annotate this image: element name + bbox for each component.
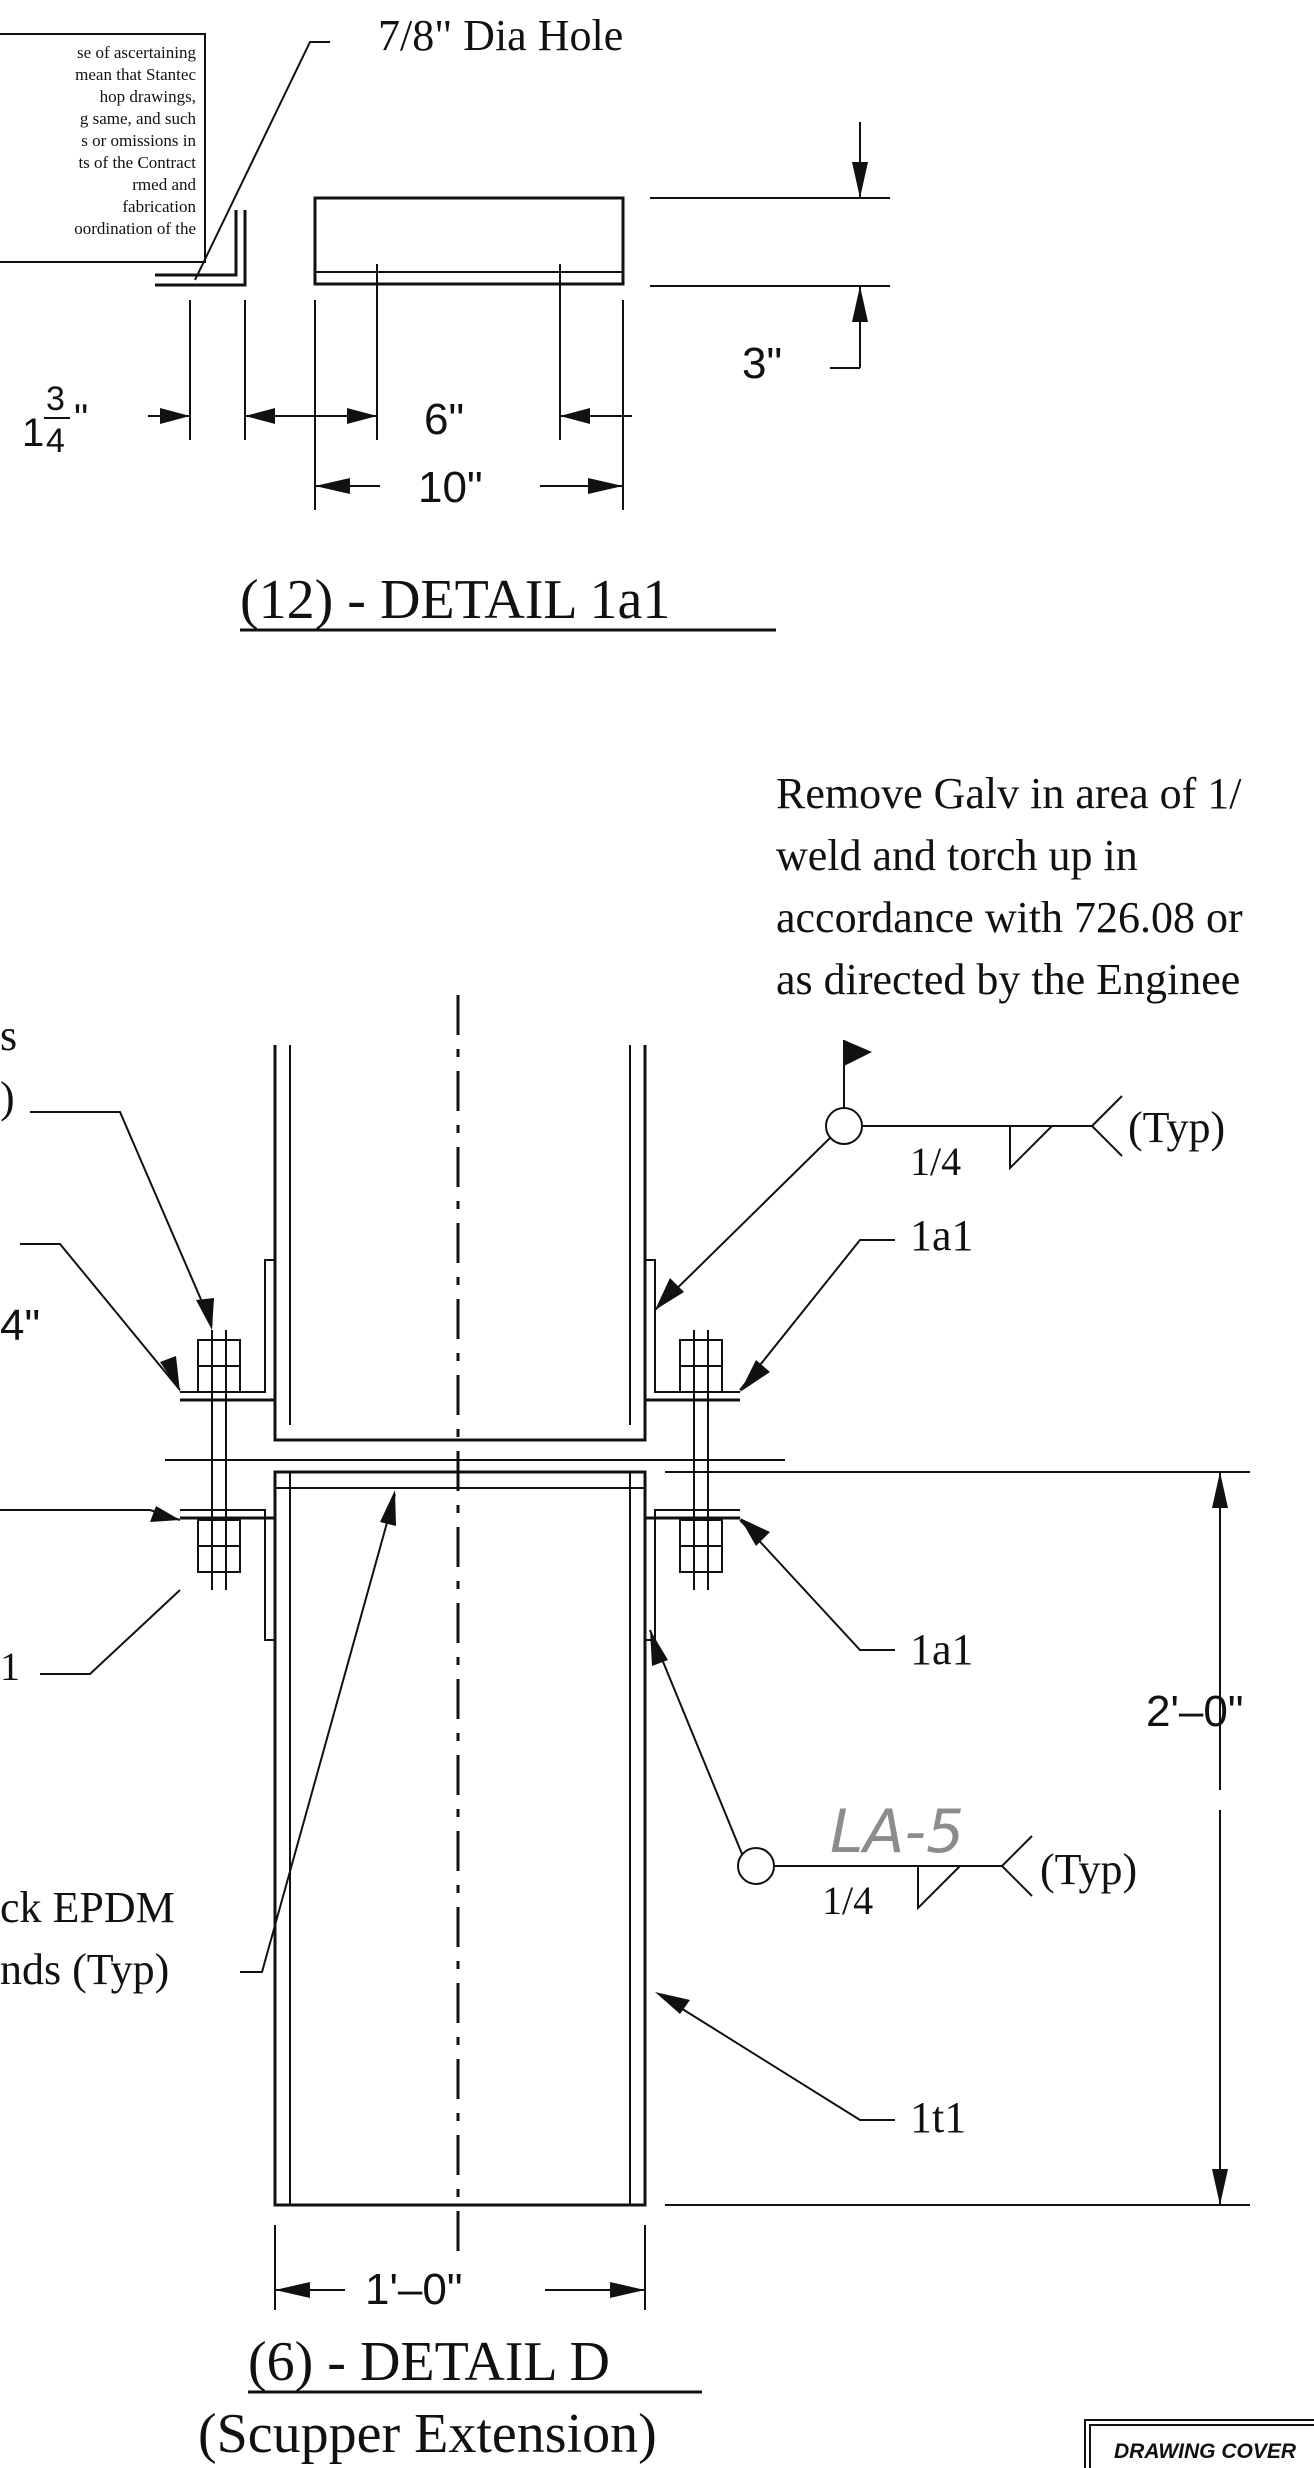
bolt-left	[197, 1330, 241, 1590]
stamp-line: rmed and	[132, 175, 196, 194]
dim-arrow	[160, 408, 190, 424]
dim-arrow	[275, 2282, 310, 2298]
detail-1a1-title: (12) - DETAIL 1a1	[240, 569, 670, 631]
stamp-line: mean that Stantec	[75, 65, 196, 84]
hole-callout: 7/8" Dia Hole	[378, 11, 623, 60]
angle-profile-inner	[155, 210, 238, 277]
callout-1a1-lower-leader	[739, 1519, 895, 1651]
field-weld-flag-icon	[844, 1040, 872, 1066]
callout-1a1-upper-leader	[739, 1239, 895, 1391]
fillet-weld-icon	[1009, 1125, 1053, 1171]
callout-1a1-lower: 1a1	[910, 1625, 974, 1674]
leader-arrow	[740, 1518, 770, 1546]
left-partial-label: s	[0, 1011, 17, 1060]
detail-1a1: 7/8" Dia Hole 3" 1 3 4 "	[22, 11, 890, 632]
title-block-border	[1084, 2419, 1314, 2468]
dim-arrow	[315, 478, 350, 494]
upper-left-angle	[180, 1259, 275, 1393]
stamp-line: g same, and such	[80, 109, 197, 128]
leader-arrow	[650, 1630, 668, 1666]
weld-top-typ: (Typ)	[1128, 1103, 1225, 1152]
detail-d-title: (6) - DETAIL D	[248, 2331, 610, 2393]
bolt-right	[679, 1330, 723, 1590]
dim-two-ft-label: 2'–0"	[1146, 1687, 1243, 1736]
dim-arrow	[560, 408, 590, 424]
weld-bottom-size: 1/4	[822, 1878, 873, 1923]
epdm-note-line: ck EPDM	[0, 1883, 175, 1932]
dim-left-den: 4	[46, 422, 65, 460]
upper-right-angle	[645, 1259, 740, 1393]
weld-tail	[1001, 1835, 1033, 1897]
plate-front-view	[313, 196, 625, 286]
lower-right-angle	[645, 1509, 740, 1641]
title-block-label: DRAWING COVER	[1114, 2440, 1297, 2463]
review-stamp: se of ascertaining mean that Stantec hop…	[0, 33, 206, 263]
dim-arrow	[245, 408, 275, 424]
leader-left-angle	[20, 1243, 181, 1391]
lower-left-angle	[180, 1509, 275, 1641]
leader-arrow	[380, 1490, 396, 1526]
stamp-line: hop drawings,	[100, 87, 196, 106]
dim-height-label: 3"	[742, 339, 782, 388]
leader-arrow	[150, 1506, 180, 1522]
leader-arrow	[655, 1278, 684, 1310]
left-partial-label: )	[0, 1073, 15, 1122]
title-block-border-inner	[1089, 2424, 1314, 2468]
weld-tail	[1091, 1095, 1123, 1157]
dim-six-label: 6"	[424, 395, 464, 444]
weld-top-leader	[654, 1137, 831, 1311]
epdm-note-line: nds (Typ)	[0, 1945, 169, 1994]
stamp-line: oordination of the	[74, 219, 196, 238]
leader-arrow	[196, 1298, 214, 1330]
dim-left-unit: "	[74, 397, 88, 441]
weld-all-around-icon	[737, 1847, 775, 1885]
dim-one-ft-label: 1'–0"	[365, 2265, 462, 2314]
dim-arrow	[852, 286, 868, 322]
dim-four-label: 4"	[0, 1301, 40, 1350]
galv-note-line: as directed by the Enginee	[776, 955, 1240, 1004]
dim-left-whole: 1	[22, 411, 44, 455]
callout-1a1-upper: 1a1	[910, 1211, 974, 1260]
weld-bottom-typ: (Typ)	[1040, 1845, 1137, 1894]
dim-ten-label: 10"	[418, 463, 483, 512]
stamp-line: fabrication	[122, 197, 196, 216]
callout-1t1: 1t1	[910, 2093, 966, 2142]
stamp-line: s or omissions in	[81, 131, 196, 150]
stamp-line: ts of the Contract	[78, 153, 196, 172]
galv-note-line: weld and torch up in	[776, 831, 1138, 880]
angle-profile	[155, 210, 247, 287]
leader-arrow	[655, 1992, 690, 2014]
dim-left-num: 3	[46, 380, 65, 418]
lower-tube	[273, 1470, 647, 2207]
dim-arrow	[347, 408, 377, 424]
dim-arrow	[588, 478, 623, 494]
upper-tube	[273, 1045, 647, 1442]
galv-note-line: Remove Galv in area of 1/	[776, 769, 1242, 818]
leader-left-bolt	[30, 1111, 213, 1326]
callout-1t1-leader	[659, 1994, 895, 2121]
left-partial-label: 1	[0, 1644, 20, 1689]
dim-arrow	[1212, 1472, 1228, 1508]
stamp-line: se of ascertaining	[77, 43, 196, 62]
leader-left-1a1	[40, 1589, 181, 1675]
weld-all-around-icon	[825, 1107, 863, 1145]
leader-arrow	[740, 1360, 770, 1392]
detail-d-subtitle: (Scupper Extension)	[198, 2403, 657, 2465]
dim-arrow	[852, 162, 868, 198]
leader-arrow	[160, 1356, 180, 1392]
stamp-border	[0, 33, 206, 263]
dim-arrow	[610, 2282, 645, 2298]
title-block: DRAWING COVER	[1084, 2419, 1314, 2468]
weld-bottom-leader	[649, 1629, 743, 1855]
galv-note-line: accordance with 726.08 or	[776, 893, 1243, 942]
detail-d: Remove Galv in area of 1/ weld and torch…	[0, 769, 1250, 2465]
epdm-leader	[240, 1493, 396, 1973]
handwritten-mark: LA-5	[830, 1797, 964, 1867]
hole-leader	[194, 41, 330, 281]
weld-top-size: 1/4	[910, 1139, 961, 1184]
fillet-weld-icon	[917, 1865, 961, 1911]
dim-left: 1 3 4 "	[22, 380, 88, 460]
dim-arrow	[1212, 2169, 1228, 2205]
